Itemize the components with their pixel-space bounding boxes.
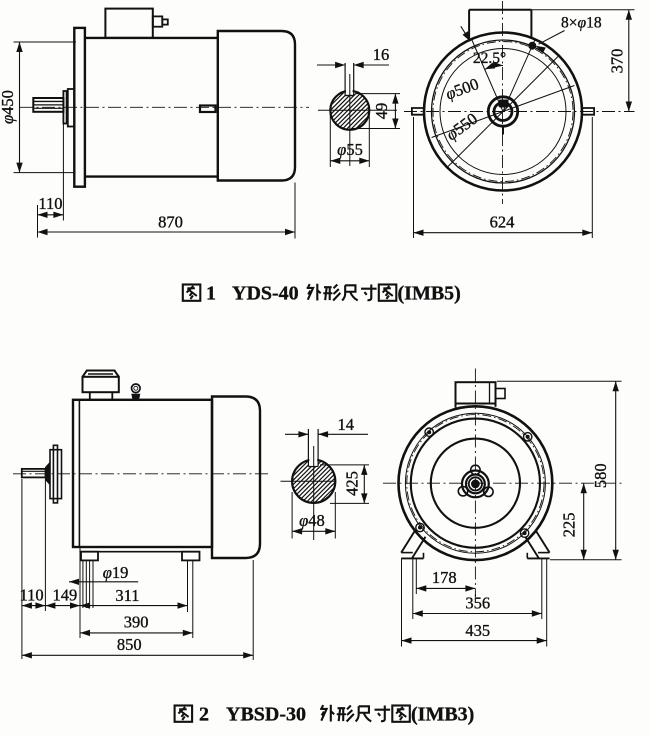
svg-text:(IMB3): (IMB3) <box>411 704 474 726</box>
svg-text:435: 435 <box>465 621 490 640</box>
svg-text:110: 110 <box>38 194 62 213</box>
svg-text:φ48: φ48 <box>299 511 325 530</box>
svg-text:1: 1 <box>206 283 216 305</box>
svg-text:425: 425 <box>343 471 362 496</box>
svg-text:149: 149 <box>53 585 78 604</box>
svg-text:φ450: φ450 <box>0 90 17 124</box>
svg-text:850: 850 <box>117 635 142 654</box>
svg-text:624: 624 <box>490 212 515 231</box>
svg-text:(IMB5): (IMB5) <box>398 283 461 305</box>
svg-text:8×φ18: 8×φ18 <box>561 14 602 31</box>
svg-text:225: 225 <box>560 513 579 538</box>
svg-text:YDS-40: YDS-40 <box>232 283 299 305</box>
svg-text:870: 870 <box>158 213 183 232</box>
svg-text:356: 356 <box>465 594 490 613</box>
svg-text:YBSD-30: YBSD-30 <box>226 704 306 726</box>
svg-text:311: 311 <box>115 586 139 605</box>
svg-text:φ19: φ19 <box>103 563 129 582</box>
svg-text:178: 178 <box>432 568 457 587</box>
svg-text:22.5°: 22.5° <box>473 50 506 67</box>
svg-text:16: 16 <box>373 45 390 64</box>
svg-text:2: 2 <box>199 704 209 726</box>
svg-text:370: 370 <box>608 49 627 74</box>
svg-text:14: 14 <box>337 415 354 434</box>
svg-text:φ55: φ55 <box>337 140 363 159</box>
svg-text:φ500: φ500 <box>443 74 481 103</box>
svg-text:580: 580 <box>591 463 610 488</box>
svg-text:390: 390 <box>124 613 149 632</box>
svg-text:110: 110 <box>20 585 44 604</box>
svg-text:49: 49 <box>372 103 391 120</box>
